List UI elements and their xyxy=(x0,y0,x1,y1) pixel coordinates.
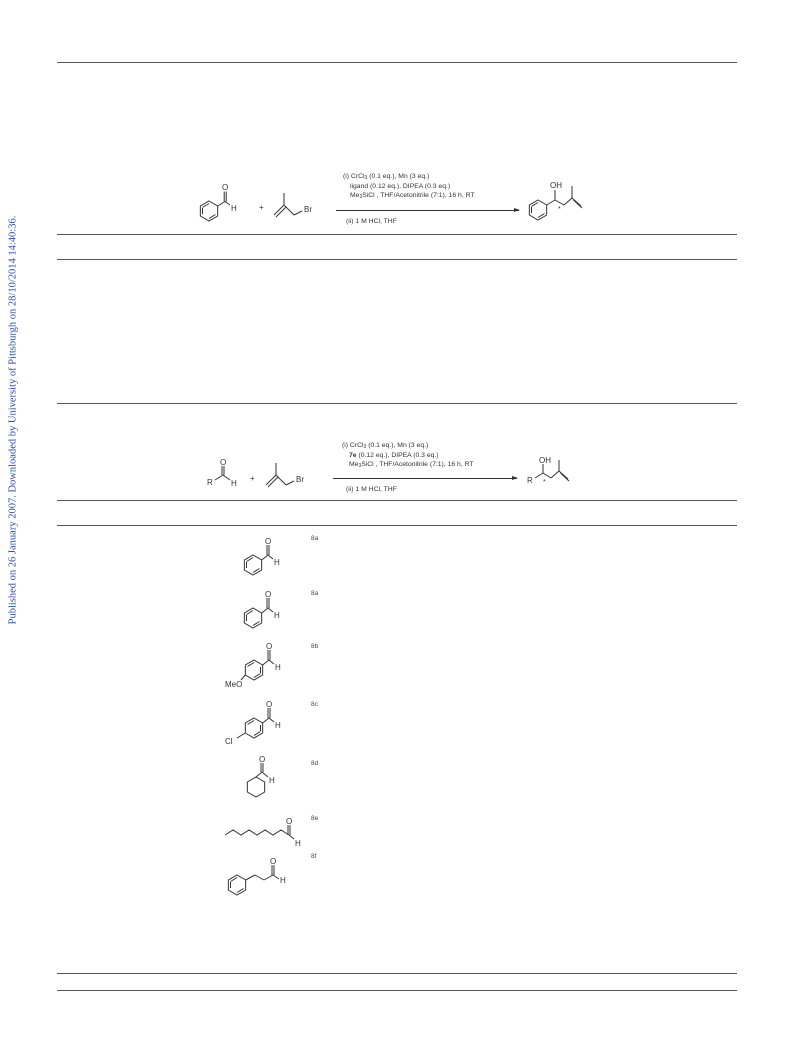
hydrogen-label: H xyxy=(275,663,281,672)
hydrogen-label: H xyxy=(274,558,280,567)
plus-sign: + xyxy=(259,203,264,212)
scheme1-conditions: (i) CrCl3 (0.1 eq.), Mn (3 eq.) ligand (… xyxy=(343,172,475,201)
oxygen-label: O xyxy=(266,700,272,709)
scheme2-step2: (ii) 1 M HCl, THF xyxy=(346,486,397,493)
r-group-label: R xyxy=(207,478,213,487)
bromine-label: Br xyxy=(304,205,312,214)
download-sidebar: Published on 26 January 2007. Downloaded… xyxy=(0,0,22,1040)
condition-line-3: Me3SiCl , THF/Acetonitrile (7:1), 16 h, … xyxy=(350,192,475,200)
top-rule xyxy=(57,62,737,63)
stereocenter-mark: * xyxy=(543,479,546,486)
section-rule xyxy=(57,259,737,260)
oxygen-label: O xyxy=(270,857,276,866)
methoxy-label: MeO xyxy=(225,680,242,689)
condition-line-1: (i) CrCl3 (0.1 eq.), Mn (3 eq.) xyxy=(343,173,430,181)
plus-sign: + xyxy=(250,474,255,483)
entry-label: 8a xyxy=(311,535,319,542)
generic-alcohol-product: R OH * xyxy=(527,456,570,486)
scheme1-bottom-rule xyxy=(57,234,737,235)
hydrogen-label: H xyxy=(274,611,280,620)
methallyl-bromide-structure: Br xyxy=(265,463,304,488)
hydrogen-label: H xyxy=(269,776,275,785)
oxygen-label: O xyxy=(259,755,265,764)
table-header-rule xyxy=(57,525,737,526)
substrate-3-phenylpropanal: O H xyxy=(227,857,286,896)
hydroxyl-label: OH xyxy=(550,181,562,190)
scheme1-step2: (ii) 1 M HCl, THF xyxy=(346,218,397,225)
aldehyde-hydrogen-label: H xyxy=(231,204,237,213)
oxygen-label: O xyxy=(266,642,272,651)
substrate-benzaldehyde: O H xyxy=(243,537,280,576)
generic-aldehyde-structure: R O H xyxy=(207,458,237,488)
oxygen-label: O xyxy=(265,537,271,546)
substrate-4-methoxybenzaldehyde: MeO O H xyxy=(225,642,281,689)
oxygen-label: O xyxy=(286,817,292,826)
chloro-label: Cl xyxy=(225,737,233,746)
entry-label: 8b xyxy=(311,643,319,650)
hydrogen-label: H xyxy=(280,876,286,885)
entry-label: 8c xyxy=(311,701,318,708)
reaction-arrow xyxy=(336,208,520,212)
table-bottom-rule xyxy=(57,973,737,974)
substrate-4-chlorobenzaldehyde: Cl O H xyxy=(225,700,281,746)
substrate-cyclohexanecarbaldehyde: O H xyxy=(246,755,275,798)
oxygen-label: O xyxy=(265,590,271,599)
reaction-arrow xyxy=(333,476,518,480)
entry-label: 8f xyxy=(311,853,317,860)
bromine-label: Br xyxy=(296,475,304,484)
condition-line-2: ligand (0.12 eq.), DIPEA (0.3 eq.) xyxy=(350,182,451,190)
footer-rule xyxy=(57,990,737,991)
benzaldehyde-structure: O H xyxy=(199,183,237,222)
condition-line-2: 7e (0.12 eq.), DIPEA (0.3 eq.) xyxy=(349,451,439,459)
condition-line-3: Me3SiCl , THF/Acetonitrile (7:1), 16 h, … xyxy=(349,461,474,469)
substrate-heptanal: O H xyxy=(224,817,301,848)
scheme2-bottom-rule xyxy=(57,500,737,501)
hydrogen-label: H xyxy=(295,839,301,848)
entry-label: 8a xyxy=(311,590,319,597)
scheme2-conditions: (i) CrCl3 (0.1 eq.), Mn (3 eq.) 7e (0.12… xyxy=(342,441,474,470)
entry-label: 8d xyxy=(311,760,319,767)
homoallylic-alcohol-product: OH * xyxy=(528,181,583,221)
aldehyde-oxygen-label: O xyxy=(220,458,226,467)
hydrogen-label: H xyxy=(275,721,281,730)
methallyl-bromide-structure: Br xyxy=(273,193,312,218)
entry-label: 8e xyxy=(311,815,319,822)
substrate-benzaldehyde: O H xyxy=(243,590,280,629)
stereocenter-mark: * xyxy=(558,206,561,213)
table-top-rule xyxy=(57,403,737,404)
r-group-label: R xyxy=(527,476,533,485)
published-notice[interactable]: Published on 26 January 2007. Downloaded… xyxy=(7,215,19,625)
aldehyde-oxygen-label: O xyxy=(222,183,228,192)
condition-line-1: (i) CrCl3 (0.1 eq.), Mn (3 eq.) xyxy=(342,442,429,450)
aldehyde-hydrogen-label: H xyxy=(231,479,237,488)
hydroxyl-label: OH xyxy=(539,456,551,465)
